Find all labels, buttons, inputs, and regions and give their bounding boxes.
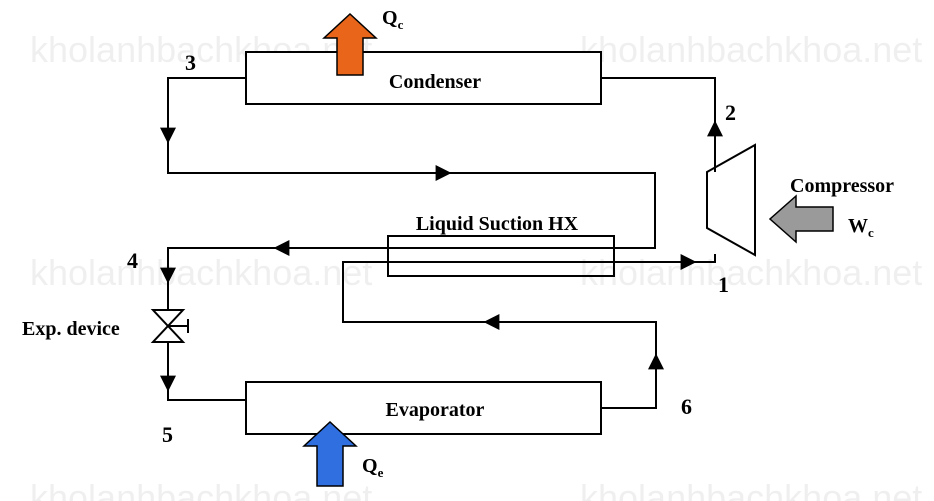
suction-line (342, 254, 716, 409)
state-1-label: 1 (718, 272, 729, 297)
state-5-label: 5 (162, 422, 173, 447)
hx-label: Liquid Suction HX (416, 213, 579, 235)
discharge-line (601, 77, 716, 172)
expansion-valve-icon (150, 309, 189, 343)
expansion-device-label: Exp. device (22, 318, 120, 340)
compressor-label: Compressor (790, 175, 894, 197)
watermark-text: kholanhbachkhoa.net (30, 252, 372, 293)
state-2-label: 2 (725, 100, 736, 125)
qe-label: Qe (362, 455, 384, 480)
qc-label: Qc (382, 7, 404, 32)
liquid-line (167, 77, 656, 401)
heat-in-arrow-icon (302, 420, 358, 487)
watermark-text: kholanhbachkhoa.net (580, 477, 922, 501)
piping (167, 77, 716, 409)
work-in-arrow-icon (768, 194, 834, 244)
watermark-text: kholanhbachkhoa.net (580, 29, 922, 70)
evaporator-box (245, 381, 602, 435)
state-3-label: 3 (185, 50, 196, 75)
flow-arrows (160, 118, 723, 392)
liquid-suction-hx-box (387, 235, 615, 277)
condenser-label: Condenser (389, 71, 481, 93)
watermarks: kholanhbachkhoa.net kholanhbachkhoa.net … (30, 29, 922, 501)
heat-out-arrow-icon (322, 12, 378, 76)
watermark-text: kholanhbachkhoa.net (30, 477, 372, 501)
compressor-shape (706, 143, 756, 257)
watermark-text: kholanhbachkhoa.net (580, 252, 922, 293)
wc-label: Wc (848, 215, 874, 240)
state-4-label: 4 (127, 248, 138, 273)
state-6-label: 6 (681, 394, 692, 419)
evaporator-label: Evaporator (386, 399, 485, 421)
